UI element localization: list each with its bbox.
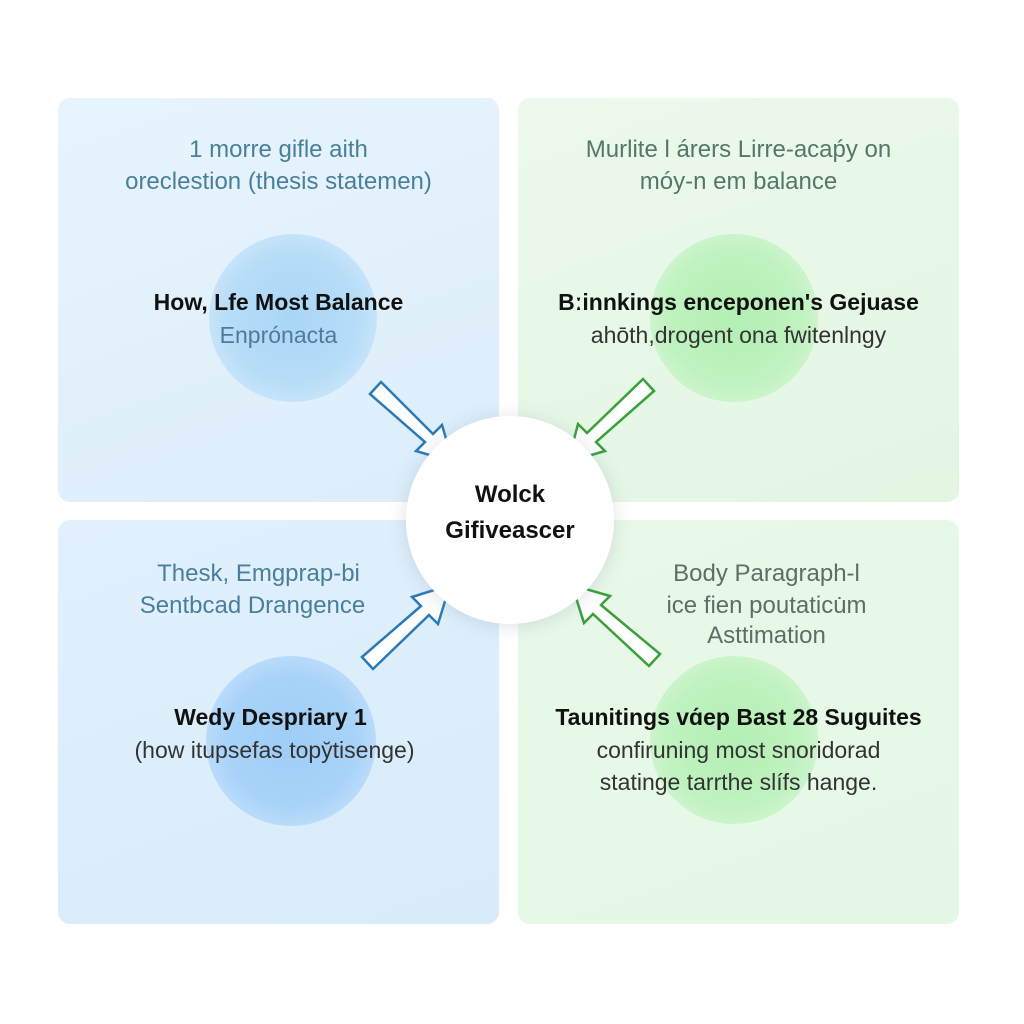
- top-left-heading: How, Lfe Most Balance: [153, 289, 404, 315]
- orb-bottom-left: [206, 656, 376, 826]
- bottom-right-subtext-line1: confiruning most snoridorad: [596, 737, 881, 763]
- top-left-intro-line1: 1 morre gifle aith: [189, 136, 368, 163]
- bottom-left-intro-line1: Thesk, Emgprap-bi: [157, 560, 360, 587]
- arrow-bottom-right-icon: [570, 583, 662, 668]
- bottom-right-intro-line1: Body Paragraph-l: [673, 560, 860, 587]
- orb-top-right: [650, 234, 818, 402]
- top-right-heading: Bːinnkings enceponen's Gejuase: [558, 289, 919, 315]
- bottom-right-intro-line3: Asttimation: [707, 622, 826, 649]
- bottom-right-intro-line2: ice fien poutaticu̇m: [666, 592, 867, 619]
- top-right-subtext: ahōth,drogent ona fwitenlngy: [590, 322, 887, 348]
- bottom-left-intro-line2: Sentbcad Drangence: [139, 592, 366, 619]
- top-right-intro-line2: móy-n em balance: [639, 168, 838, 195]
- hub-title-line2: Gifiveascer: [445, 517, 575, 544]
- orb-bottom-right: [650, 656, 818, 824]
- top-right-intro-line1: Murlite l árers Lirre-acaṕy on: [585, 136, 892, 163]
- top-left-subtext: Enprónacta: [219, 322, 338, 348]
- arrow-bottom-left-icon: [360, 583, 452, 671]
- bottom-left-subtext: (how itupsefas topy̆tisenge): [134, 737, 415, 763]
- bottom-left-heading: Wedy Despriary 1: [174, 704, 367, 730]
- hub-title-line1: Wolck: [474, 481, 546, 508]
- central-hub: Wolck Gifiveascer: [406, 416, 614, 624]
- bottom-right-subtext-line2: statinge tarrthe slífs hange.: [599, 769, 878, 795]
- top-left-intro-line2: oreclestion (thesis statemen): [125, 168, 432, 195]
- bottom-right-heading: Taunitings vɑ́ep Bast 28 Suguites: [555, 704, 922, 730]
- orb-top-left: [209, 234, 377, 402]
